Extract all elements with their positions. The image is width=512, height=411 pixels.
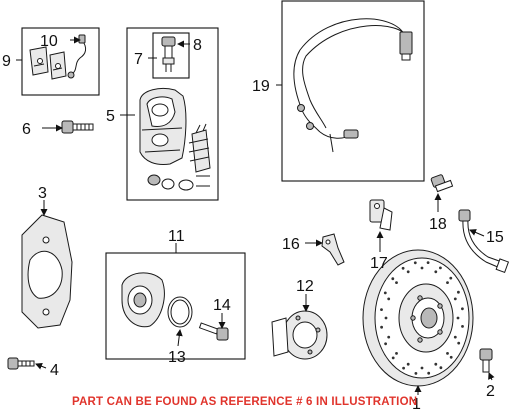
bleeder-group-box: [152, 32, 190, 79]
rotor-hole: [391, 356, 395, 360]
rotor-hole: [387, 335, 391, 339]
rotor-hole: [414, 372, 418, 375]
rotor-hole: [395, 352, 398, 355]
callout-labels: 9 10 3 5 6 7 8 19 11 12 13 14 15 16 17 1…: [2, 33, 504, 411]
leader-lines: [16, 36, 495, 395]
sensor-group-box: [281, 0, 425, 182]
callout-18: 18: [429, 216, 447, 233]
caliper-group-box: [126, 27, 219, 201]
rotor-hole: [380, 308, 383, 311]
hose-bracket: [321, 233, 345, 266]
callout-12: 12: [296, 278, 314, 295]
caliper-hardware: [147, 123, 211, 191]
callout-17: 17: [370, 255, 388, 272]
rotor-hole: [457, 341, 461, 345]
callout-4: 4: [50, 362, 59, 379]
callout-16: 16: [282, 236, 300, 253]
callout-15: 15: [486, 229, 504, 246]
reference-note: PART CAN BE FOUND AS REFERENCE # 6 IN IL…: [72, 396, 417, 408]
hub-bolt: [198, 322, 229, 341]
rotor-hole: [395, 281, 398, 284]
abs-sensor: [369, 199, 393, 231]
rotor-hole: [434, 362, 438, 366]
rotor-hole: [380, 325, 383, 329]
brake-hose: [458, 209, 510, 273]
rotor-hole: [449, 276, 453, 280]
rotor-hole: [383, 291, 387, 295]
rotor-hole: [401, 266, 405, 270]
rotor-hole: [453, 297, 457, 301]
callout-5: 5: [106, 108, 115, 125]
rotor-hole: [453, 335, 457, 339]
rotor-hole: [439, 266, 442, 270]
pad-wear-sensor-cable: [293, 18, 413, 153]
rotor-hole: [406, 270, 410, 274]
rotor-hole: [439, 366, 443, 370]
pads-group-box: [21, 27, 100, 96]
caliper-bolt: [61, 120, 94, 134]
wheel-bearing: [121, 272, 165, 328]
rotor-hole: [406, 362, 410, 366]
rotor-hole: [384, 316, 388, 320]
callout-13: 13: [168, 349, 186, 366]
rotor-hole: [449, 355, 453, 359]
rotor-hole: [427, 371, 431, 375]
rotor-hole: [446, 352, 449, 355]
brake-pads: [29, 46, 67, 80]
callout-2: 2: [486, 383, 495, 400]
splash-shield: [21, 214, 73, 329]
rotor-hole: [446, 281, 449, 284]
rotor-hole: [456, 316, 460, 320]
rotor-hole: [413, 261, 417, 265]
brake-rotor: [362, 249, 474, 387]
callout-9: 9: [2, 53, 11, 70]
callout-11: 11: [168, 228, 185, 245]
brake-caliper: [139, 87, 187, 165]
pad-wear-sensor: [67, 34, 87, 79]
rotor-hole: [434, 270, 438, 274]
rotor-hole: [461, 307, 464, 311]
rotor-hole: [461, 325, 464, 328]
callout-10: 10: [40, 33, 58, 50]
rotor-hole: [420, 366, 424, 370]
rotor-hole: [420, 266, 424, 270]
shield-bolt: [7, 357, 35, 370]
rotor-hole: [391, 277, 395, 281]
o-ring: [167, 296, 193, 328]
callout-7: 7: [134, 51, 143, 68]
rotor-hole: [457, 290, 460, 294]
rotor-cross-drill-holes: [380, 261, 464, 375]
callout-3: 3: [38, 185, 47, 202]
wheel-hub: [271, 310, 328, 360]
bleeder-screw: [161, 36, 176, 72]
rotor-hole: [402, 366, 405, 370]
rotor-screw: [479, 348, 493, 373]
rotor-hole: [384, 342, 387, 346]
callout-19: 19: [252, 78, 270, 95]
rotor-hole: [387, 297, 391, 301]
callout-8: 8: [193, 37, 202, 54]
rotor-hole: [426, 261, 430, 264]
callout-6: 6: [22, 121, 31, 138]
callout-1: 1: [412, 396, 421, 411]
callout-14: 14: [213, 297, 231, 314]
sensor-bolt: [430, 174, 454, 193]
